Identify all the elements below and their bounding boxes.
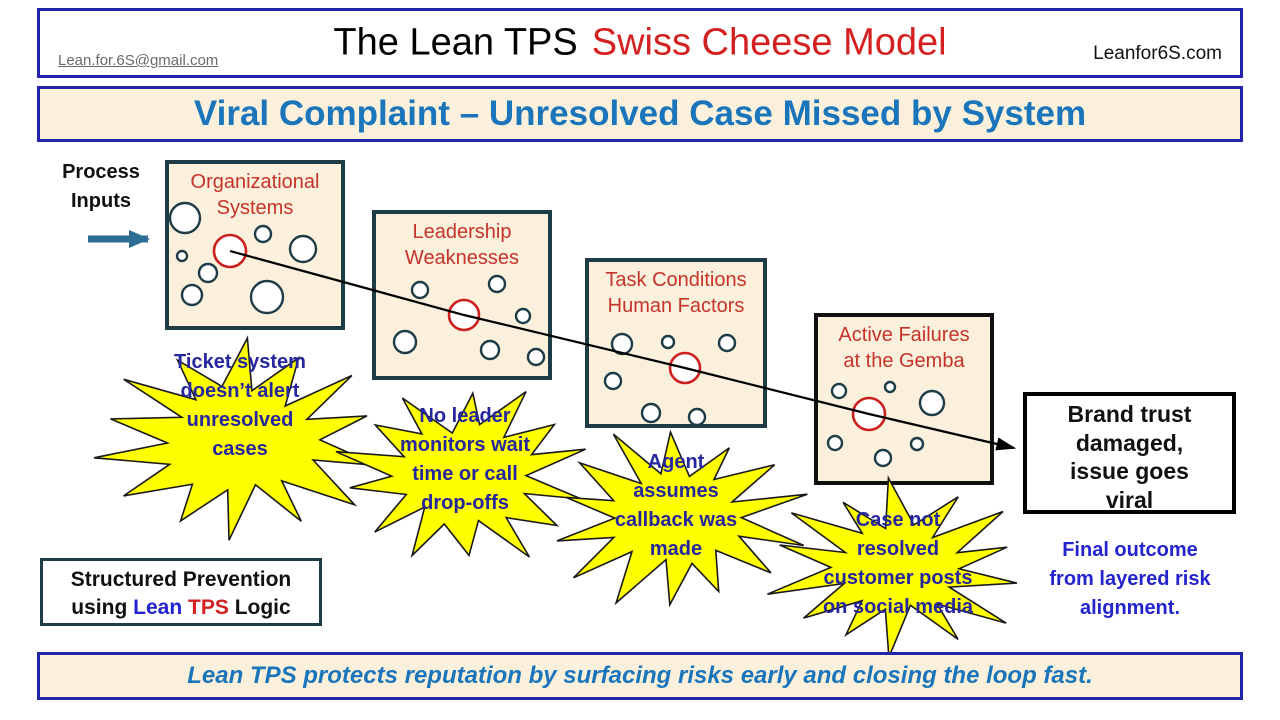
- banner-bar: Viral Complaint – Unresolved Case Missed…: [37, 86, 1243, 142]
- prevention-line-2: using Lean TPS Logic: [43, 594, 319, 622]
- header-bar: Lean.for.6S@gmail.com The Lean TPS Swiss …: [37, 8, 1243, 78]
- footer-bar: Lean TPS protects reputation by surfacin…: [37, 652, 1243, 700]
- prevention-lean: Lean: [133, 596, 183, 620]
- cheese-slice-1: Organizational Systems: [165, 160, 345, 330]
- main-title-black: The Lean TPS: [333, 21, 578, 64]
- prevention-using: using: [71, 596, 128, 620]
- slice-3-title: Task Conditions Human Factors: [605, 269, 747, 317]
- main-title-red: Swiss Cheese Model: [591, 21, 947, 64]
- slice-2-title: Leadership Weaknesses: [404, 221, 520, 269]
- main-title: The Lean TPS Swiss Cheese Model: [40, 22, 1240, 65]
- prevention-tps: TPS: [188, 596, 229, 620]
- callout-2-text: No leader monitors wait time or call dro…: [399, 405, 530, 514]
- cheese-slice-3: Task Conditions Human Factors: [585, 258, 767, 428]
- cheese-slice-4: Active Failures at the Gemba: [814, 313, 994, 485]
- cheese-slice-2: Leadership Weaknesses: [372, 210, 552, 380]
- prevention-line-1: Structured Prevention: [43, 566, 319, 594]
- prevention-title: Structured Prevention: [70, 568, 292, 591]
- banner-title: Viral Complaint – Unresolved Case Missed…: [193, 94, 1087, 133]
- prevention-logic: Logic: [234, 596, 291, 620]
- email-link[interactable]: Lean.for.6S@gmail.com: [58, 52, 219, 69]
- outcome-box: Brand trust damaged, issue goes viral: [1023, 392, 1236, 514]
- outcome-note: Final outcome from layered risk alignmen…: [1049, 539, 1211, 619]
- slice-1-title: Organizational Systems: [190, 171, 320, 219]
- callout-3-text: Agent assumes callback was made: [614, 451, 738, 560]
- slice-4-title: Active Failures at the Gemba: [838, 324, 970, 372]
- site-label: Leanfor6S.com: [1093, 43, 1222, 64]
- callout-1-text: Ticket system doesn’t alert unresolved c…: [174, 351, 306, 460]
- footer-message: Lean TPS protects reputation by surfacin…: [187, 662, 1093, 689]
- callout-4-text: Case not resolved customer posts on soci…: [822, 509, 974, 618]
- prevention-box: Structured Prevention using Lean TPS Log…: [40, 558, 322, 626]
- process-inputs-label: Process Inputs: [62, 161, 140, 212]
